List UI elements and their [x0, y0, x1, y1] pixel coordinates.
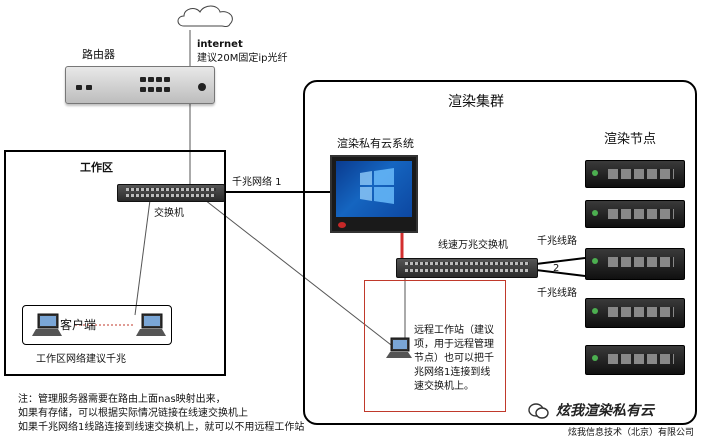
- cloud-icon: [177, 5, 233, 27]
- render-cluster-label: 渲染集群: [448, 94, 504, 110]
- server-icon: [585, 160, 685, 188]
- client-label: 客户端: [60, 318, 97, 332]
- wechat-icon: [528, 403, 549, 419]
- switch-remote-link: [204, 199, 396, 349]
- remote-workstation-note: 远程工作站（建议项，用于远程管理节点）也可以把千兆网络1连接到线速交换机上。: [414, 325, 494, 392]
- server-icon: [585, 345, 685, 375]
- client-box: [22, 305, 172, 345]
- node-link-2: [535, 269, 586, 277]
- line-speed-switch-label: 线速万兆交换机: [438, 240, 508, 251]
- switch-label: 交换机: [154, 208, 184, 219]
- render-cluster-box: [303, 80, 697, 425]
- server-icon: [585, 248, 685, 280]
- work-area-box: [4, 150, 226, 376]
- pc-icon: [386, 337, 412, 358]
- pc-icon: [32, 313, 62, 336]
- gigabit-line-top-label: 千兆线路: [537, 236, 577, 247]
- note-line-1: 注：管理服务器需要在路由上面nas映射出来，: [18, 394, 226, 405]
- internet-label: internet: [197, 39, 243, 50]
- note-line-2: 如果有存储，可以根据实际情况链接在线速交换机上: [18, 408, 248, 419]
- watermark-text: 炫我渲染私有云: [556, 403, 654, 419]
- server-icon: [585, 298, 685, 328]
- node-link-1: [535, 257, 586, 265]
- render-private-cloud-label: 渲染私有云系统: [337, 137, 414, 150]
- switch-icon: [117, 184, 225, 202]
- note-line-3: 如果千兆网络1线路连接到线速交换机上，就可以不用远程工作站: [18, 422, 305, 433]
- router-label: 路由器: [82, 48, 115, 61]
- switch-client-link: [134, 199, 151, 316]
- pc-icon: [136, 313, 166, 336]
- company-label: 炫我信息技术（北京）有限公司: [568, 428, 695, 438]
- line-2-label: 2: [553, 263, 560, 274]
- gigabit-line-bottom-label: 千兆线路: [537, 288, 577, 299]
- server-icon: [585, 200, 685, 228]
- monitor-icon: [330, 155, 418, 233]
- internet-note: 建议20M固定ip光纤: [197, 53, 288, 64]
- remote-workstation-box: [364, 280, 506, 412]
- work-area-label: 工作区: [80, 161, 113, 174]
- router-icon: [65, 66, 215, 104]
- work-area-network-label: 工作区网络建议千兆: [36, 354, 126, 365]
- gigabit-network-1-label: 千兆网络 1: [232, 177, 282, 188]
- switch-icon: [396, 258, 538, 278]
- render-nodes-label: 渲染节点: [604, 132, 657, 147]
